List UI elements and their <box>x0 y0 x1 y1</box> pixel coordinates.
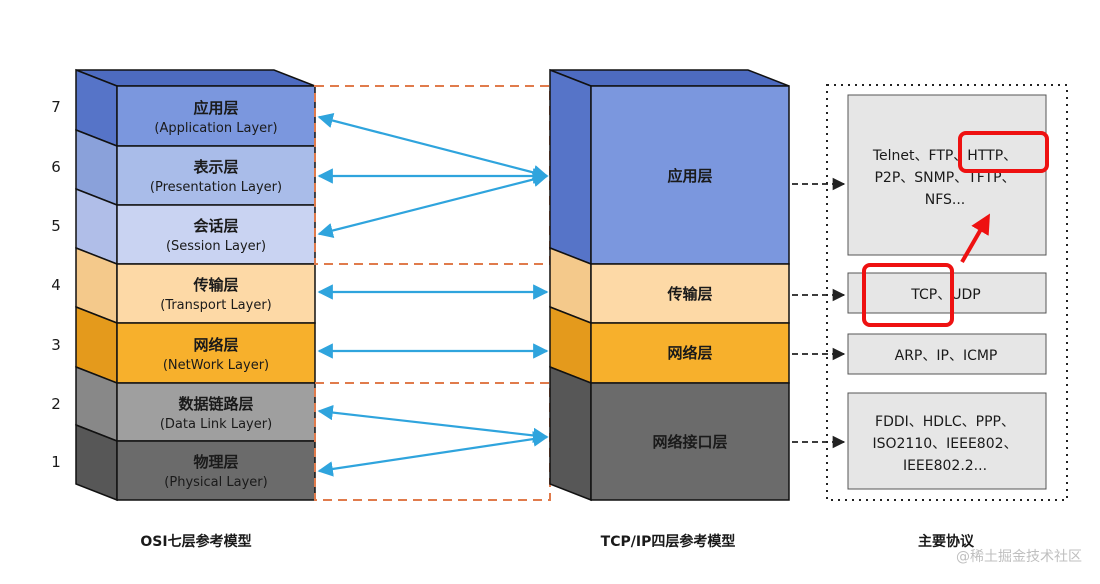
osi-number-2: 2 <box>51 395 61 413</box>
watermark: @稀土掘金技术社区 <box>956 549 1082 565</box>
mapping-arrows <box>317 113 549 477</box>
arrow-datalink <box>317 404 549 444</box>
highlight-http <box>958 131 1049 173</box>
protocol-app-line-1: Telnet、FTP、HTTP、 <box>872 148 1017 164</box>
tcpip-layer-transport <box>590 263 790 324</box>
osi-label-en-6: (Presentation Layer) <box>150 180 282 195</box>
highlight-arrow <box>960 213 991 264</box>
osi-number-3: 3 <box>51 336 61 354</box>
protocol-app-line-3: NFS... <box>925 192 966 208</box>
osi-number-7: 7 <box>51 98 61 116</box>
osi-layer-physical <box>116 440 316 501</box>
protocol-box-interface <box>847 392 1047 490</box>
osi-label-zh-2: 数据链路层 <box>178 395 253 413</box>
protocols-caption: 主要协议 <box>918 533 975 550</box>
osi-label-en-7: (Application Layer) <box>154 121 277 136</box>
osi-label-zh-5: 会话层 <box>193 217 238 235</box>
osi-label-en-1: (Physical Layer) <box>164 475 267 490</box>
tcpip-caption: TCP/IP四层参考模型 <box>601 533 736 550</box>
tcpip-layer-application <box>590 85 790 265</box>
osi-label-en-3: (NetWork Layer) <box>163 358 269 373</box>
osi-label-zh-1: 物理层 <box>193 453 238 471</box>
osi-layer-numbers: 7 6 5 4 3 2 1 <box>51 98 61 471</box>
protocol-box-application <box>847 94 1047 256</box>
tcpip-side-application <box>549 68 592 266</box>
tcpip-label-network: 网络层 <box>667 344 712 362</box>
protocol-interface-line-1: FDDI、HDLC、PPP、 <box>875 414 1015 430</box>
tcpip-side-interface <box>549 365 592 502</box>
protocol-connectors <box>792 177 846 449</box>
protocol-box-transport <box>847 272 1047 314</box>
protocols-panel: Telnet、FTP、HTTP、 P2P、SNMP、TFTP、 NFS... T… <box>826 84 1068 501</box>
tcpip-layer-interface <box>590 382 790 501</box>
tcpip-label-transport: 传输层 <box>666 285 712 303</box>
osi-number-6: 6 <box>51 158 61 176</box>
arrow-session <box>317 171 549 239</box>
osi-layer-application <box>116 85 316 147</box>
protocol-transport-line-1: TCP、UDP <box>910 287 980 303</box>
protocol-app-line-2: P2P、SNMP、TFTP、 <box>874 170 1015 186</box>
osi-label-zh-6: 表示层 <box>193 158 238 176</box>
osi-label-zh-3: 网络层 <box>193 336 238 354</box>
protocol-interface-line-2: ISO2110、IEEE802、 <box>872 436 1017 452</box>
arrow-application <box>317 113 549 180</box>
protocol-network-line-1: ARP、IP、ICMP <box>895 348 998 364</box>
protocols-dotted-frame <box>826 84 1068 501</box>
osi-layer-network <box>116 322 316 384</box>
osi-caption: OSI七层参考模型 <box>140 533 251 550</box>
osi-number-1: 1 <box>51 453 61 471</box>
osi-stack: 应用层 (Application Layer) 表示层 (Presentatio… <box>75 68 316 502</box>
highlights <box>862 131 1049 327</box>
osi-label-zh-7: 应用层 <box>193 99 238 117</box>
arrow-physical <box>317 431 549 477</box>
tcpip-label-interface: 网络接口层 <box>652 433 727 451</box>
osi-layer-transport <box>116 263 316 324</box>
osi-label-en-4: (Transport Layer) <box>160 298 272 313</box>
tcpip-label-application: 应用层 <box>667 167 712 185</box>
osi-label-en-2: (Data Link Layer) <box>160 417 272 432</box>
protocol-interface-line-3: IEEE802.2... <box>903 458 987 474</box>
highlight-tcp <box>862 263 954 327</box>
tcpip-layer-network <box>590 322 790 384</box>
tcpip-stack: 应用层 传输层 网络层 网络接口层 <box>549 68 790 502</box>
osi-number-4: 4 <box>51 276 61 294</box>
osi-layer-presentation <box>116 145 316 206</box>
osi-number-5: 5 <box>51 217 61 235</box>
osi-label-zh-4: 传输层 <box>192 276 238 294</box>
osi-layer-datalink <box>116 382 316 442</box>
osi-label-en-5: (Session Layer) <box>166 239 266 254</box>
protocol-box-network <box>847 333 1047 375</box>
